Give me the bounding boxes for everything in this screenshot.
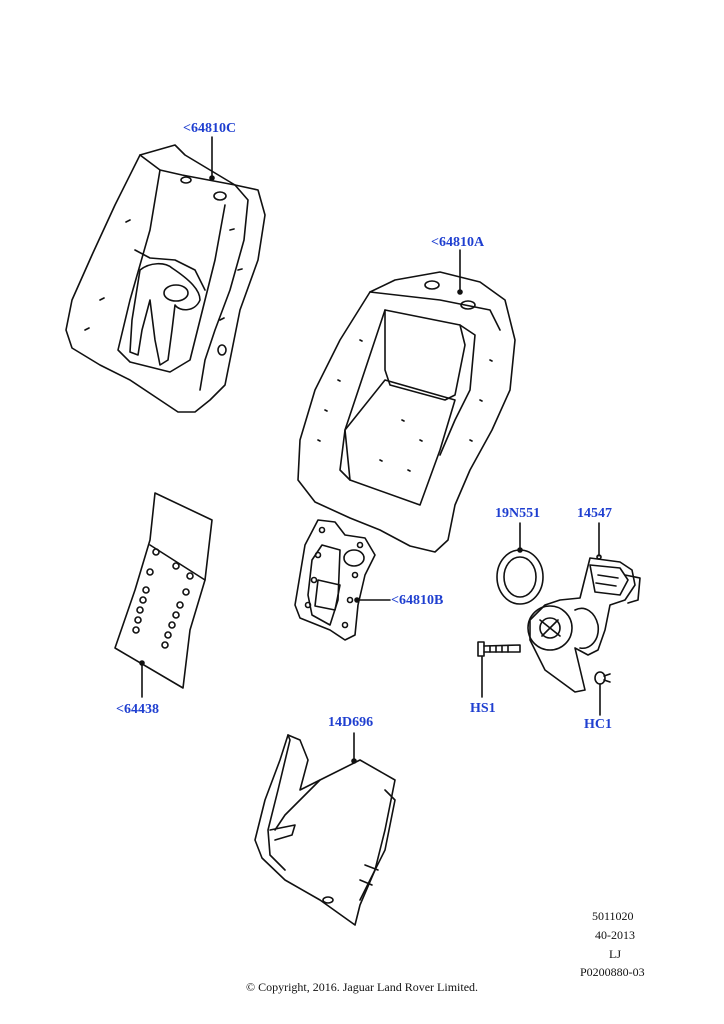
callout-hs1: HS1 <box>470 701 496 716</box>
callout-14547: 14547 <box>577 506 612 521</box>
callout-hc1: HC1 <box>584 717 612 732</box>
cap-19n551 <box>496 549 544 605</box>
heater-mat-64438 <box>114 492 213 689</box>
screw-hs1 <box>477 641 521 657</box>
reference-code-1: 5011020 <box>592 909 634 923</box>
reference-code-3: LJ <box>609 947 621 961</box>
callout-14d696: 14D696 <box>328 715 374 730</box>
clip-hc1 <box>594 671 611 685</box>
reference-code-2: 40-2013 <box>595 928 635 942</box>
lumbar-plate-64810b <box>294 519 376 641</box>
reference-code-4: P0200880-03 <box>580 965 645 979</box>
back-panel-14d696 <box>254 734 396 926</box>
callout-19n551: 19N551 <box>495 506 541 521</box>
blower-assembly-14547 <box>527 554 641 693</box>
seat-back-pad-64810c <box>65 144 266 413</box>
callout-64438: <64438 <box>116 702 159 717</box>
callout-64810a: <64810A <box>431 235 485 250</box>
callout-64810c: <64810C <box>183 121 237 136</box>
callout-64810b: <64810B <box>391 593 444 608</box>
seat-back-frame-64810a <box>297 271 516 553</box>
copyright-notice: © Copyright, 2016. Jaguar Land Rover Lim… <box>245 980 479 994</box>
